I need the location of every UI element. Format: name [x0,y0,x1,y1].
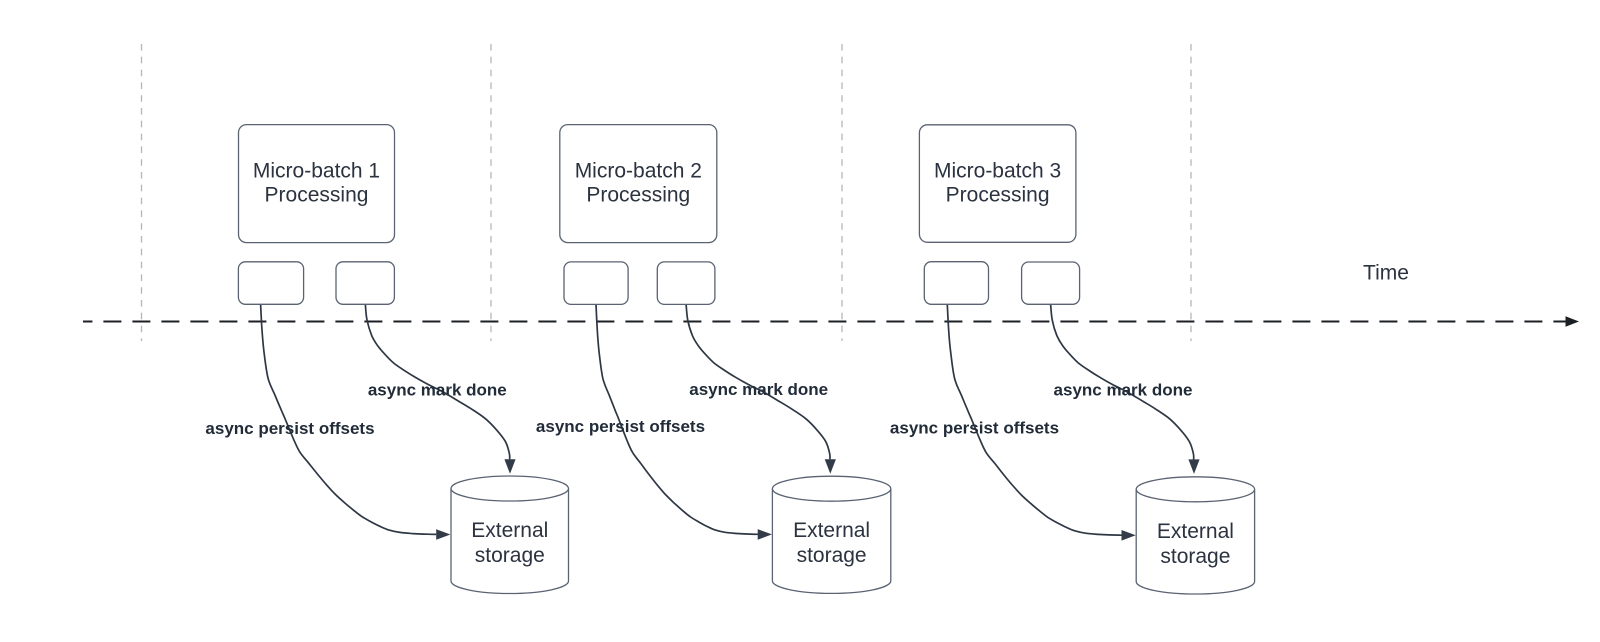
persist-offsets-connector-1 [259,303,437,536]
persist-offsets-connector-3 [946,304,1122,537]
external-storage-label-2-line1: External [793,519,870,542]
micro-batch-1-label-line1: Micro-batch 1 [253,159,380,182]
cylinder-top-3 [1135,476,1256,503]
mark-done-connector-2 [685,304,831,460]
time-axis-label: Time [1363,262,1409,285]
cylinder-body-2 [771,488,892,595]
persist-offsets-arrowhead-icon [436,529,451,540]
persist-offsets-label-1: async persist offsets [205,419,374,438]
persist-offsets-label-2: async persist offsets [536,417,705,436]
mark-done-connector-1 [364,303,511,460]
mark-done-arrowhead-icon [504,459,516,474]
micro-batch-2-box [559,123,718,244]
external-storage-label-2-line2: storage [797,544,867,567]
micro-batch-3-box [918,124,1077,243]
done-task-box-3 [1020,261,1081,305]
micro-batch-group-3: Micro-batch 3 Processing External storag… [890,124,1256,595]
mark-done-label-1: async mark done [368,380,507,399]
external-storage-cylinder-3: External storage [1135,476,1256,595]
done-task-box-2 [656,261,716,306]
micro-batch-3-label-line1: Micro-batch 3 [934,159,1061,182]
micro-batch-2-label-line2: Processing [586,183,690,206]
micro-batch-group-1: Micro-batch 1 Processing External storag… [205,123,570,595]
micro-batch-group-2: Micro-batch 2 Processing External storag… [536,123,892,595]
persist-offsets-connector-2 [595,304,759,536]
mark-done-arrowhead-icon [1188,459,1200,474]
cylinder-body-1 [450,488,570,595]
external-storage-label-1-line1: External [471,519,548,542]
micro-batch-1-label-line2: Processing [265,183,369,206]
cylinder-top-2 [771,475,892,502]
offset-task-box-2 [563,261,629,306]
offset-task-box-1 [237,261,305,305]
offset-task-box-3 [923,261,990,305]
mark-done-arrowhead-icon [824,459,836,474]
external-storage-label-3-line2: storage [1160,545,1230,568]
external-storage-label-3-line1: External [1157,520,1234,543]
micro-batch-3-label-line2: Processing [946,183,1050,206]
mark-done-label-2: async mark done [689,380,828,399]
persist-offsets-label-3: async persist offsets [890,419,1059,438]
persist-offsets-arrowhead-icon [757,529,772,540]
time-axis-arrowhead-icon [1565,316,1579,327]
micro-batch-1-box [237,123,396,244]
done-task-box-1 [335,261,396,305]
micro-batch-2-label-line1: Micro-batch 2 [575,159,702,182]
external-storage-cylinder-1: External storage [450,475,570,595]
cylinder-top-1 [450,475,570,502]
external-storage-cylinder-2: External storage [771,475,892,595]
mark-done-connector-3 [1049,304,1195,460]
cylinder-body-3 [1135,489,1256,595]
mark-done-label-3: async mark done [1054,381,1193,400]
external-storage-label-1-line2: storage [475,544,545,567]
persist-offsets-arrowhead-icon [1121,530,1136,541]
